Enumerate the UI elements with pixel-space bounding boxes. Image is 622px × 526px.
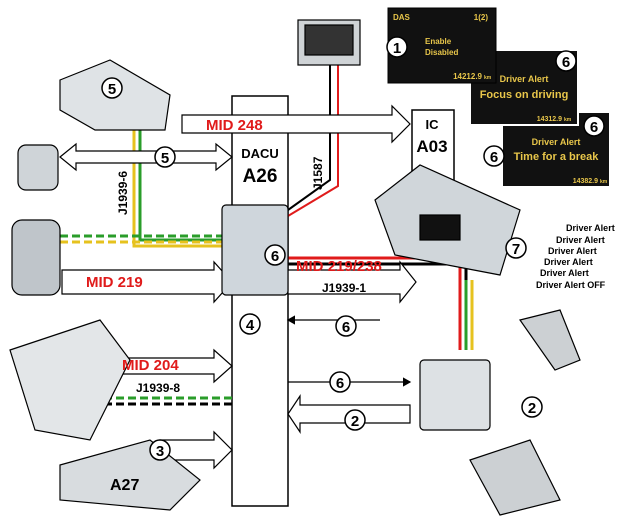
svg-text:2: 2 xyxy=(351,413,359,430)
signal-arrows xyxy=(59,104,417,470)
svg-text:5: 5 xyxy=(108,81,116,98)
ecu-box xyxy=(419,359,491,431)
ic-name: IC xyxy=(426,117,440,132)
dacu-unit xyxy=(221,204,289,296)
svg-text:4: 4 xyxy=(246,317,255,334)
alert-level-4: Driver Alert xyxy=(544,257,593,267)
arrow-5 xyxy=(59,142,233,172)
dacu-code: A26 xyxy=(243,166,278,187)
svg-text:Time for a break: Time for a break xyxy=(514,151,600,163)
label-mid219-238: MID 219/238 xyxy=(296,258,382,275)
svg-text:km: km xyxy=(484,75,492,81)
radar-sensor xyxy=(9,319,131,441)
svg-text:km: km xyxy=(564,117,572,123)
a27-label: A27 xyxy=(110,477,139,494)
svg-text:6: 6 xyxy=(271,248,279,265)
svg-text:5: 5 xyxy=(161,150,169,167)
svg-text:3: 3 xyxy=(156,443,164,460)
label-mid219: MID 219 xyxy=(86,274,143,291)
svg-text:7: 7 xyxy=(512,241,520,258)
svg-text:6: 6 xyxy=(490,149,498,166)
arrow-mid248 xyxy=(181,104,411,144)
dacu-name: DACU xyxy=(241,146,279,161)
cluster-display xyxy=(419,214,461,241)
laptop-screen xyxy=(304,24,354,56)
pedals xyxy=(469,439,561,516)
dacu-bus-bar xyxy=(231,95,289,507)
svg-text:6: 6 xyxy=(590,119,598,136)
label-j1939-8: J1939-8 xyxy=(136,381,180,395)
alert-level-3: Driver Alert xyxy=(548,246,597,256)
svg-text:Driver Alert: Driver Alert xyxy=(532,137,581,147)
svg-text:14212.9: 14212.9 xyxy=(453,72,482,81)
svg-text:14312.9: 14312.9 xyxy=(537,116,562,123)
ic-code: A03 xyxy=(416,137,447,156)
alert-level-5: Driver Alert xyxy=(540,268,589,278)
steering-switch xyxy=(519,309,581,371)
alert-level-2: Driver Alert xyxy=(556,235,605,245)
svg-text:Enable: Enable xyxy=(425,37,452,46)
label-mid204: MID 204 xyxy=(122,357,179,374)
arrow-mid204 xyxy=(109,348,233,384)
label-mid248: MID 248 xyxy=(206,117,263,134)
svg-text:1: 1 xyxy=(393,40,401,57)
svg-text:6: 6 xyxy=(336,375,344,392)
svg-text:DAS: DAS xyxy=(393,13,411,22)
alert-level-1: Driver Alert xyxy=(566,223,615,233)
svg-text:6: 6 xyxy=(562,54,570,71)
alert-level-6: Driver Alert OFF xyxy=(536,280,606,290)
svg-text:1(2): 1(2) xyxy=(474,13,489,22)
callouts: 1 2 2 3 4 5 5 6 6 6 6 6 6 7 xyxy=(101,36,605,461)
svg-text:Disabled: Disabled xyxy=(425,48,458,57)
svg-text:14382.9: 14382.9 xyxy=(573,178,598,185)
svg-text:Driver Alert: Driver Alert xyxy=(500,74,549,84)
speaker xyxy=(11,219,61,296)
alert-level-list: Driver Alert Driver Alert Driver Alert D… xyxy=(536,223,615,290)
components: A27 xyxy=(9,19,581,516)
label-j1939-1: J1939-1 xyxy=(322,281,366,295)
brake-caliper xyxy=(17,144,59,191)
svg-text:km: km xyxy=(600,179,608,185)
label-j1939-6: J1939-6 xyxy=(116,171,130,215)
arrow-mid219-238 xyxy=(287,260,417,304)
svg-text:2: 2 xyxy=(528,400,536,417)
svg-text:Focus on driving: Focus on driving xyxy=(480,89,569,101)
label-j1587: J1587 xyxy=(311,156,325,190)
svg-text:6: 6 xyxy=(342,319,350,336)
